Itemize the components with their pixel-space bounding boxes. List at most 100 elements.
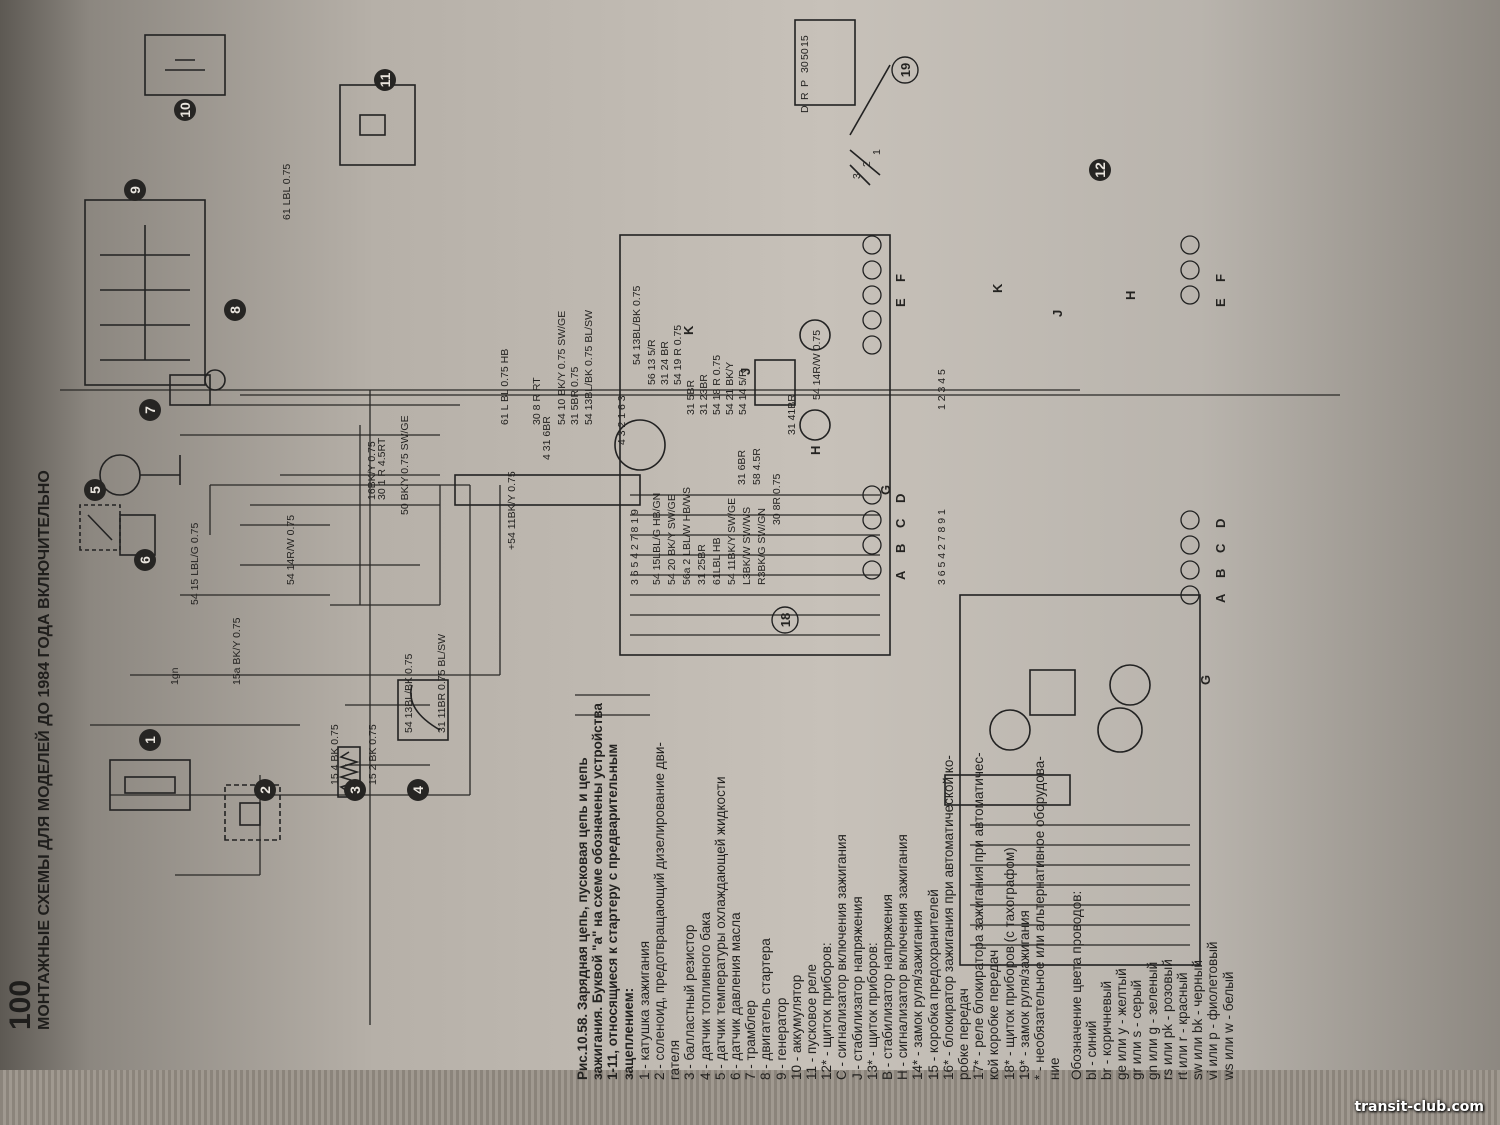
caption-item: 19* - замок руля/зажигания: [1016, 910, 1032, 1080]
legend-item: gr или s - серый: [1129, 979, 1145, 1080]
ignition-switch-19: [794, 19, 891, 186]
caption-item: робке передач: [956, 988, 972, 1080]
caption-item: 13* - щиток приборов:: [864, 942, 880, 1080]
battery: [144, 34, 226, 96]
caption-item: B - стабилизатор напряжения: [880, 894, 896, 1080]
caption-item: J - стабилизатор напряжения: [849, 896, 865, 1080]
svg-text:4: 4: [410, 786, 426, 794]
caption-item: 14* - замок руля/зажигания: [910, 910, 926, 1080]
component-badge: 11: [374, 69, 396, 91]
switch-label: 15: [799, 35, 811, 47]
caption-item: 11 - пусковое реле: [804, 964, 820, 1080]
switch-label: 50: [799, 48, 811, 60]
svg-text:7: 7: [142, 406, 158, 414]
caption-item: 5 - датчик температуры охлаждающей жидко…: [712, 776, 728, 1080]
caption-item: 7 - трамблер: [743, 1000, 759, 1080]
ignition-coil: [109, 759, 191, 811]
svg-text:2: 2: [257, 786, 273, 794]
wire-label: 54 10 BK/Y 0.75 SW/GE: [556, 311, 568, 425]
caption-item: 8 - двигатель стартера: [758, 938, 774, 1080]
wire-label: 16BK/Y 0.75: [366, 441, 378, 500]
wire-label: 54 13BL/BK 0.75 BL/SW: [583, 310, 595, 425]
wire-label: 54 14R/W 0.75: [811, 330, 823, 400]
watermark: transit-club.com: [1354, 1099, 1484, 1115]
svg-text:1: 1: [142, 736, 158, 744]
caption-item: 1 - катушка зажигания: [636, 940, 652, 1080]
component-badge: 12: [1089, 159, 1111, 181]
wire-label: 54 14R/W 0.75: [285, 515, 297, 585]
oil-pressure-sensor: [119, 514, 156, 556]
wire-label: +54 11BK/Y 0.75: [506, 471, 518, 550]
caption-item: 16* - блокиратор зажигания при автоматич…: [940, 755, 956, 1080]
wire-label: 56 13 5/R: [646, 339, 658, 385]
pin-row: 3 6 5 4 2 7 8 9 1: [936, 509, 948, 585]
figure-caption: Рис.10.58. Зарядная цепь, пусковая цепь …: [575, 690, 1236, 1080]
wire-label: 31 41BR: [786, 394, 798, 435]
wire-label: 54 18 R 0.75: [711, 355, 723, 415]
wire-label: 54 19 R 0.75: [672, 325, 684, 385]
terminal-letter: C: [893, 518, 908, 528]
legend-item: ge или y - желтый: [1114, 968, 1130, 1080]
starter-motor: [169, 369, 226, 406]
wire-label: 56a 2 LBL/W HB/WS: [681, 487, 693, 585]
wire-label: 54 11BK/Y SW/GE: [726, 498, 738, 585]
svg-text:10: 10: [177, 102, 193, 118]
caption-item: 4 - датчик топливного бака: [697, 912, 713, 1080]
lamp-label: K: [990, 283, 1005, 293]
caption-item: C - сигнализатор включения зажигания: [834, 834, 850, 1080]
lamp-label: J: [1050, 310, 1065, 317]
wire-label: 15a BK/Y 0.75: [231, 617, 243, 685]
terminal-letter: D: [1213, 519, 1228, 528]
pin-row: 3 6 5 4 2 7 8 1 9: [629, 509, 641, 585]
wire-label: 61LBL HB: [711, 538, 723, 585]
legend-item: gn или g - зеленый: [1144, 961, 1160, 1080]
switch-label: D: [799, 105, 811, 113]
wire-label: 61 L BL 0.75 HB: [499, 349, 511, 425]
legend-item: rt или r - красный: [1174, 972, 1190, 1080]
wire-label: 54 15 LBL/G 0.75: [189, 523, 201, 605]
alternator: [84, 199, 206, 386]
coolant-temp-sensor: [79, 504, 121, 551]
component-badge: 10: [174, 99, 196, 121]
svg-text:6: 6: [137, 556, 153, 564]
fuel-tank-sender: [397, 679, 449, 741]
wire-label: 54 20 BK/Y SW/GE: [666, 494, 678, 585]
legend-item: ws или w - белый: [1220, 971, 1236, 1080]
terminal-letter: A: [893, 570, 908, 580]
wire-label: 54 15LBL/G HB/GN: [651, 493, 663, 585]
caption-item: 3 - балластный резистор: [682, 924, 698, 1080]
lamp-label: G: [878, 485, 893, 495]
svg-text:18: 18: [778, 613, 793, 627]
pin-row: 1 2 3 4 5: [936, 369, 948, 410]
caption-item: гателя: [667, 1039, 683, 1080]
wire-label: 31 24 BR: [659, 341, 671, 385]
switch-label: 2: [861, 161, 873, 167]
lamp-label: K: [681, 325, 696, 335]
lamp-label: H: [1123, 291, 1138, 300]
wire-label: 54 21 BK/Y: [724, 362, 736, 415]
wire-label: 54 13BL/BK 0.75: [403, 653, 415, 733]
svg-text:19: 19: [898, 63, 913, 77]
switch-label: P: [799, 80, 811, 87]
wire-label: 31 5BR: [685, 380, 697, 415]
caption-title: Рис.10.58. Зарядная цепь, пусковая цепь …: [575, 703, 636, 1080]
lamp-label: G: [1198, 675, 1213, 685]
wire-label: 30 8R 0.75: [771, 473, 783, 525]
terminal-letter: B: [1213, 569, 1228, 578]
svg-text:12: 12: [1092, 162, 1108, 178]
terminal-strip-upper: [862, 235, 882, 580]
component-badge: 8: [224, 299, 246, 321]
wire-label: 31 25BR: [696, 544, 708, 585]
svg-text:5: 5: [87, 486, 103, 494]
terminal-letter: D: [893, 494, 908, 503]
component-badge: 4: [407, 779, 429, 801]
caption-item: 18* - щиток приборов (с тахографом): [1001, 847, 1017, 1080]
wire-label: 30 1 R 4.5RT: [376, 437, 388, 500]
component-badge: 1: [139, 729, 161, 751]
wire-label: 54 13BL/BK 0.75: [631, 285, 643, 365]
wire-label: 15 4 BK 0.75: [329, 724, 341, 785]
